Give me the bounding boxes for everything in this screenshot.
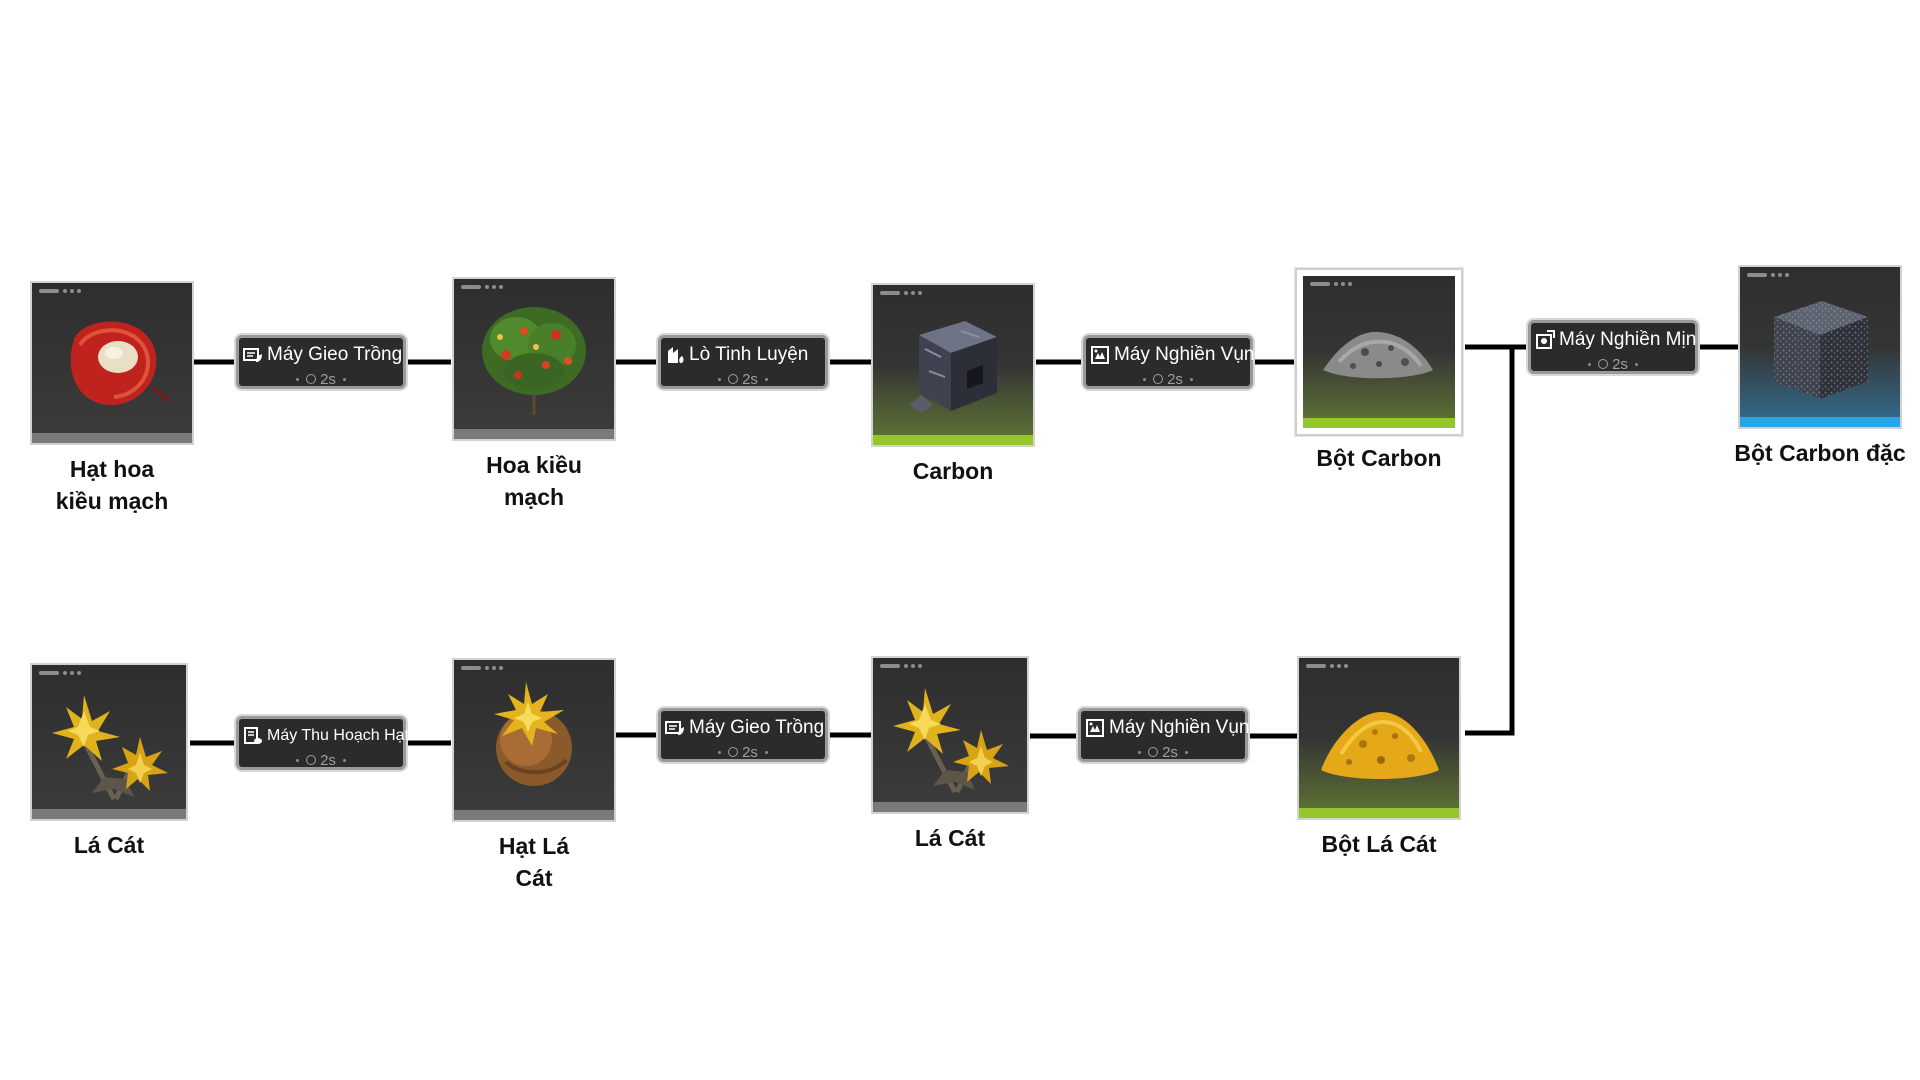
machine-time: 2s: [742, 743, 758, 761]
rarity-bar: [1299, 808, 1459, 818]
crusher-icon: [1086, 719, 1104, 737]
machine-name: Máy Nghiền Vụn: [1109, 717, 1250, 738]
dense-carbon-cube-icon: [1774, 301, 1868, 399]
rarity-bar: [32, 809, 186, 819]
machine-name: Máy Thu Hoạch Hạt: [267, 727, 409, 744]
wire-merge: [1465, 344, 1515, 736]
item-label: Carbon: [912, 458, 994, 484]
machine-lo-tinh-luyen[interactable]: Lò Tinh Luyện 2s: [658, 335, 828, 389]
machine-may-nghien-vun-2[interactable]: Máy Nghiền Vụn 2s: [1078, 708, 1250, 762]
machine-time: 2s: [1162, 743, 1178, 761]
machine-time-row: 2s: [1081, 743, 1245, 761]
machine-may-gieo-trong-2[interactable]: Máy Gieo Trồng 2s: [658, 708, 828, 762]
machine-may-nghien-min[interactable]: Máy Nghiền Mịn 2s: [1528, 320, 1698, 374]
rarity-bar: [454, 429, 614, 439]
item-tile: [1738, 265, 1902, 429]
item-carbon[interactable]: Carbon: [871, 283, 1035, 487]
item-tile: [1295, 268, 1463, 436]
sandleaf-icon: [893, 688, 1009, 794]
clock-icon: [306, 755, 317, 765]
item-label: Hạt Lá Cát: [498, 833, 570, 891]
item-label: Lá Cát: [914, 825, 986, 851]
machine-time-row: 2s: [239, 751, 403, 769]
rarity-bar: [1303, 418, 1455, 428]
tile-dots: [1310, 282, 1354, 287]
item-hat-hoa-kieu-mach[interactable]: Hạt hoa kiều mạch: [30, 281, 194, 517]
item-la-cat[interactable]: Lá Cát: [871, 656, 1035, 854]
tile-dots: [1747, 273, 1791, 278]
clock-icon: [306, 374, 317, 384]
clock-icon: [728, 747, 739, 757]
sandleaf-icon: [52, 695, 168, 801]
clock-icon: [1148, 747, 1159, 757]
item-tile: [1297, 656, 1461, 820]
item-tile: [30, 663, 188, 821]
machine-time-row: 2s: [1531, 355, 1695, 373]
tile-dots: [461, 666, 505, 671]
item-label: Hạt hoa kiều mạch: [55, 456, 169, 514]
tile-dots: [461, 285, 505, 290]
tile-dots: [880, 664, 924, 669]
machine-time-row: 2s: [239, 370, 403, 388]
tile-dots: [39, 671, 83, 676]
machine-time: 2s: [320, 370, 336, 388]
clock-icon: [1598, 359, 1609, 369]
machine-time-row: 2s: [1086, 370, 1250, 388]
buckwheat-bush-icon: [482, 307, 586, 415]
planter-icon: [665, 721, 684, 735]
item-label: Bột Carbon đặc: [1734, 440, 1906, 466]
machine-name: Máy Gieo Trồng: [267, 344, 403, 365]
machine-time: 2s: [1612, 355, 1628, 373]
machine-time-row: 2s: [661, 743, 825, 761]
item-label: Bột Carbon: [1316, 445, 1442, 471]
clock-icon: [728, 374, 739, 384]
item-bot-la-cat[interactable]: Bột Lá Cát: [1297, 656, 1461, 860]
sandleaf-seed-icon: [494, 682, 572, 786]
item-bot-carbon[interactable]: Bột Carbon: [1295, 268, 1463, 474]
item-tile: [452, 658, 616, 822]
sandleaf-powder-icon: [1321, 712, 1439, 779]
rarity-bar: [1740, 417, 1900, 427]
item-label: Bột Lá Cát: [1321, 831, 1437, 857]
grinder-icon: [1536, 330, 1555, 349]
carbon-cube-icon: [909, 321, 997, 413]
machine-time-row: 2s: [661, 370, 825, 388]
machine-may-gieo-trong[interactable]: Máy Gieo Trồng 2s: [236, 335, 406, 389]
rarity-bar: [32, 433, 192, 443]
planter-icon: [243, 348, 262, 362]
item-hat-la-cat[interactable]: Hạt Lá Cát: [452, 658, 616, 894]
rarity-bar: [454, 810, 614, 820]
machine-may-nghien-vun[interactable]: Máy Nghiền Vụn 2s: [1083, 335, 1255, 389]
item-la-cat-source[interactable]: Lá Cát: [30, 663, 194, 861]
clock-icon: [1153, 374, 1164, 384]
item-bot-carbon-dac[interactable]: Bột Carbon đặc: [1734, 265, 1906, 469]
seed-harvester-icon: [244, 727, 262, 744]
machine-time: 2s: [742, 370, 758, 388]
machine-name: Lò Tinh Luyện: [689, 344, 809, 365]
machine-time: 2s: [1167, 370, 1183, 388]
furnace-icon: [668, 347, 684, 363]
machine-time: 2s: [320, 751, 336, 769]
machine-name: Máy Gieo Trồng: [689, 717, 825, 738]
item-hoa-kieu-mach[interactable]: Hoa kiều mạch: [452, 277, 616, 513]
item-tile: [871, 656, 1029, 814]
item-label: Lá Cát: [73, 832, 145, 858]
buckwheat-seed-icon: [70, 321, 171, 406]
tile-dots: [880, 291, 924, 296]
carbon-powder-icon: [1323, 331, 1433, 379]
tile-dots: [1306, 664, 1350, 669]
machine-may-thu-hoach-hat[interactable]: Máy Thu Hoạch Hạt 2s: [236, 716, 409, 770]
rarity-bar: [873, 435, 1033, 445]
item-tile: [452, 277, 616, 441]
crusher-icon: [1091, 346, 1109, 364]
item-tile: [871, 283, 1035, 447]
machine-name: Máy Nghiền Vụn: [1114, 344, 1255, 365]
tile-dots: [39, 289, 83, 294]
machine-name: Máy Nghiền Mịn: [1559, 329, 1697, 350]
rarity-bar: [873, 802, 1027, 812]
item-label: Hoa kiều mạch: [486, 452, 582, 510]
item-tile: [30, 281, 194, 445]
